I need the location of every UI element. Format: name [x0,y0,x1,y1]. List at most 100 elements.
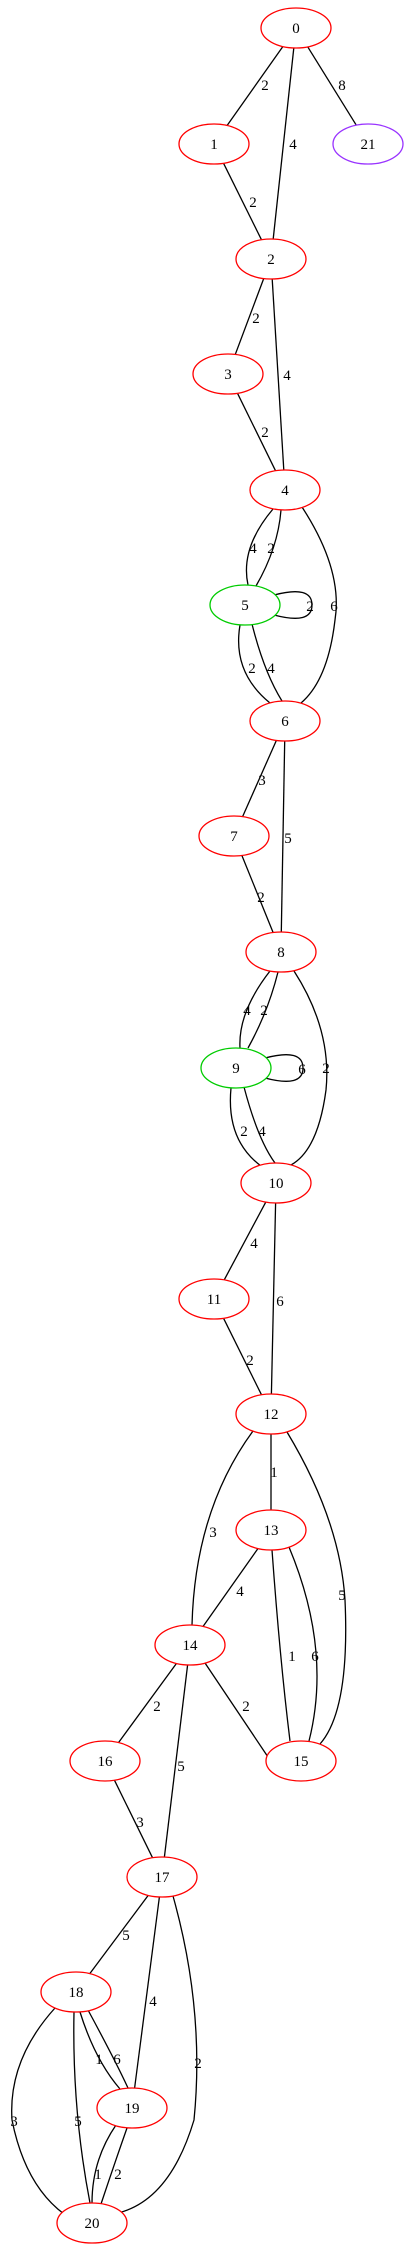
edge-13-15: 6 [288,1546,319,1742]
edge-weight-label: 6 [113,2052,121,2068]
node-ellipse [69,1740,141,1782]
node-label: 10 [269,1176,284,1192]
edge-4-6: 6 [300,506,338,704]
node-16: 16 [69,1740,141,1782]
node-ellipse [235,1509,307,1551]
edge-line [286,1431,347,1745]
node-ellipse [126,1856,198,1898]
edge-weight-label: 6 [311,1649,319,1665]
edge-weight-label: 5 [284,831,292,847]
node-label: 1 [210,137,218,153]
node-label: 21 [361,137,376,153]
edge-line [191,1430,254,1626]
edge-4-5: 4 [245,508,274,586]
node-ellipse [154,1624,226,1666]
edge-line [229,1087,262,1167]
edge-line [247,971,279,1049]
node-label: 13 [264,1523,279,1539]
edge-weight-label: 2 [260,1003,268,1019]
edge-19-20: 1 [91,2124,117,2204]
edge-line [117,1663,178,1743]
edge-weight-label: 1 [270,1465,278,1481]
edge-5-6: 2 [237,624,271,704]
edge-weight-label: 4 [249,541,257,557]
edge-line [300,506,337,704]
node-9: 9 [200,1047,272,1089]
edge-4-5: 2 [255,509,282,587]
edge-line [239,970,271,1049]
node-label: 19 [125,2101,140,2117]
node-label: 17 [155,1870,171,1886]
node-label: 3 [224,367,232,383]
edge-19-20: 2 [100,2127,128,2205]
edge-weight-label: 4 [283,368,291,384]
edge-line [222,1317,263,1396]
node-label: 20 [85,2216,100,2232]
edge-18-20: 3 [10,2007,65,2215]
edge-6-8: 5 [280,740,292,933]
node-18: 18 [40,1971,112,2013]
node-ellipse [235,1393,307,1435]
node-10: 10 [240,1162,312,1204]
edge-2-4: 4 [271,278,291,471]
edge-weight-label: 4 [289,137,297,153]
node-11: 11 [178,1278,250,1320]
edge-0-21: 8 [307,46,357,126]
node-2: 2 [235,238,307,280]
node-ellipse [265,1740,337,1782]
node-ellipse [235,238,307,280]
edge-line [202,1548,259,1627]
edge-17-20: 2 [117,1895,202,2214]
edge-14-15: 2 [204,1662,269,1758]
edge-line [255,509,282,587]
edge-13-15: 1 [271,1549,296,1742]
edge-line [243,1086,276,1164]
node-19: 19 [96,2087,168,2129]
edge-14-16: 2 [117,1663,178,1743]
edge-13-14: 4 [202,1548,259,1627]
edge-line [251,623,283,702]
edge-16-17: 3 [113,1780,154,1858]
edge-line [87,2009,129,2089]
node-ellipse [192,353,264,395]
edge-weight-label: 2 [194,2056,202,2072]
edge-18-19: 1 [79,2011,121,2090]
edge-weight-label: 2 [242,1699,250,1715]
node-ellipse [240,1162,312,1204]
node-21: 21 [332,123,404,165]
node-label: 0 [292,21,300,37]
edge-6-7: 3 [242,740,277,817]
node-ellipse [96,2087,168,2129]
edge-weight-label: 2 [114,2167,122,2183]
edge-12-14: 3 [191,1430,254,1626]
node-ellipse [209,584,281,626]
node-label: 2 [267,252,275,268]
node-ellipse [40,1971,112,2013]
edge-17-19: 4 [133,1896,161,2089]
edge-line [11,2007,65,2215]
edge-weight-label: 2 [322,1061,330,1077]
edge-8-9: 2 [247,971,279,1049]
edge-line [236,393,277,471]
node-ellipse [56,2202,128,2244]
edge-line [223,1201,267,1281]
node-17: 17 [126,1856,198,1898]
node-7: 7 [198,815,270,857]
node-ellipse [249,469,321,511]
edge-line [273,591,313,619]
edge-5-5: 2 [273,591,314,619]
edge-line [280,740,286,933]
edge-line [163,1664,189,1858]
edge-weight-label: 1 [95,2052,103,2068]
edge-weight-label: 3 [10,2114,18,2130]
edge-8-10: 2 [290,970,330,1166]
node-14: 14 [154,1624,226,1666]
edge-weight-label: 4 [236,1584,244,1600]
edge-weight-label: 2 [257,890,265,906]
edge-17-18: 5 [89,1895,149,1974]
edge-9-9: 6 [264,1054,306,1082]
node-4: 4 [249,469,321,511]
edge-weight-label: 2 [267,541,275,557]
node-20: 20 [56,2202,128,2244]
